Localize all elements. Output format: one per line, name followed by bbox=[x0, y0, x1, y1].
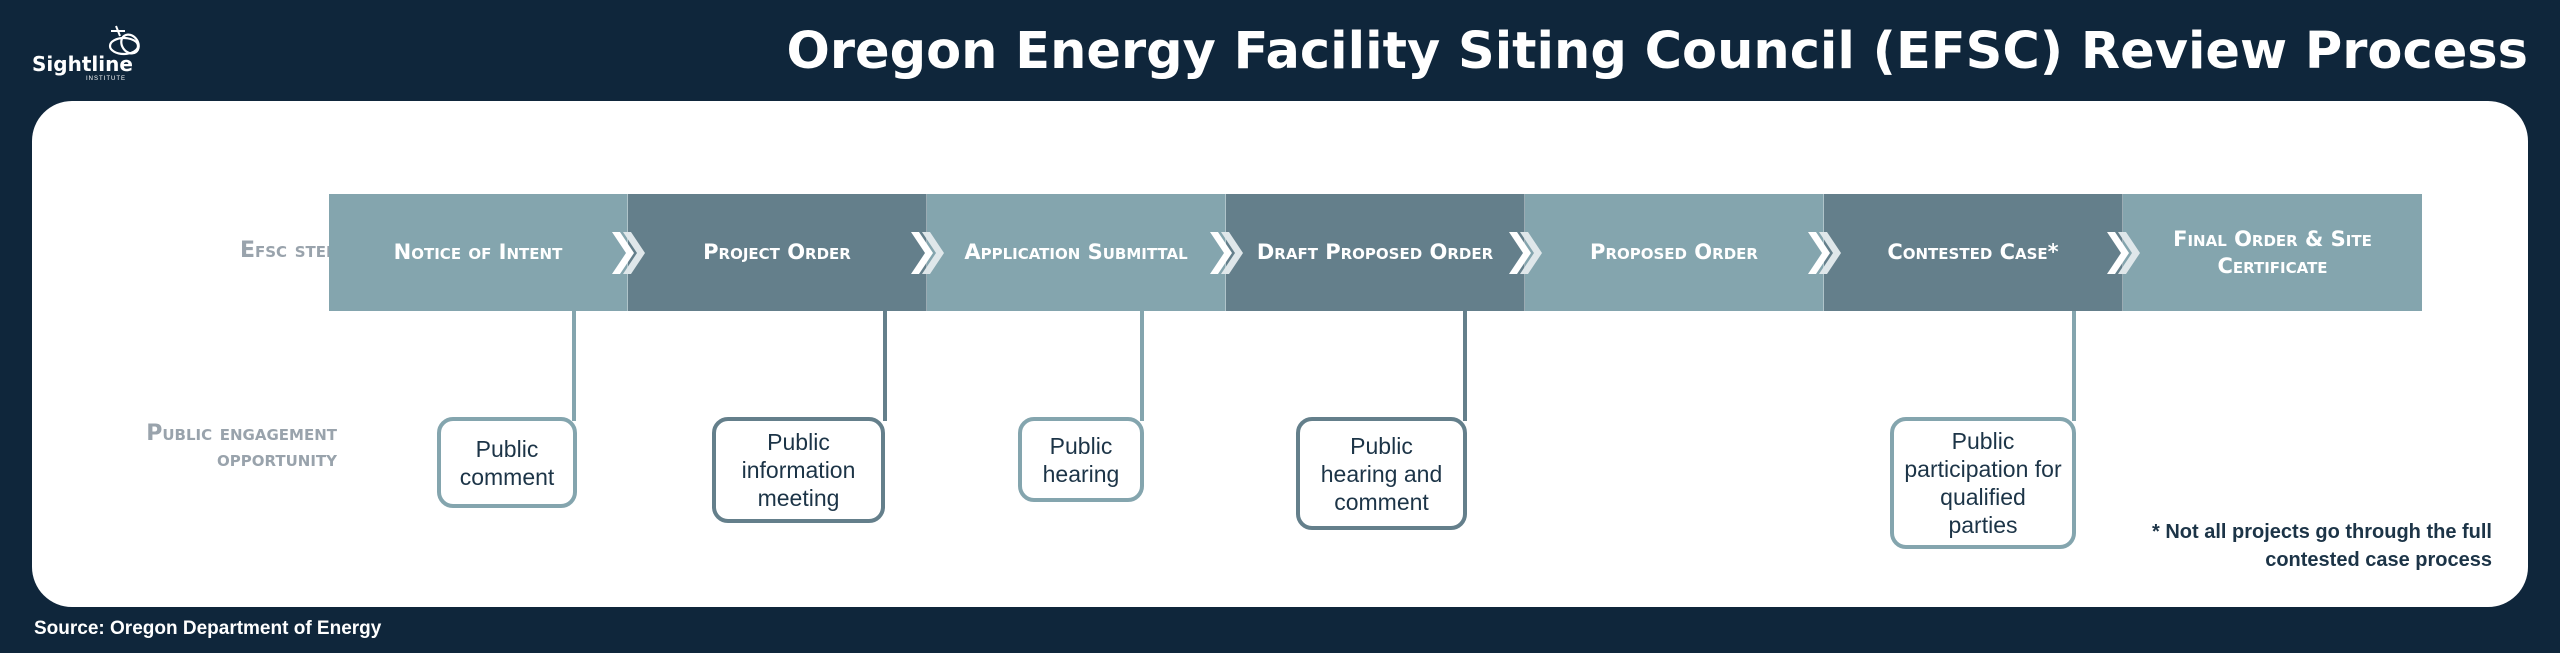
engagement-label: Public hearing and comment bbox=[1320, 432, 1443, 515]
engagement-label: Public participation for qualified parti… bbox=[1904, 428, 2062, 538]
source-note: Source: Oregon Department of Energy bbox=[34, 618, 382, 639]
engagement-label: Public comment bbox=[459, 435, 555, 490]
chevron-right-icon bbox=[1210, 232, 1243, 274]
step-proposed-order: Proposed Order bbox=[1525, 194, 1841, 311]
process-panel: EFSC Step Public Engagement Opportunity bbox=[32, 101, 2528, 607]
step-application-submittal: Application Submittal bbox=[927, 194, 1243, 311]
process-steps: Notice of Intent Project Order Application… bbox=[329, 194, 2422, 311]
page-title: Oregon Energy Facility Siting Council (E… bbox=[786, 22, 2528, 81]
step-project-order: Project Order bbox=[628, 194, 944, 311]
engagement-public-comment: Public comment bbox=[437, 417, 577, 508]
engagement-public-hearing-and-comment: Public hearing and comment bbox=[1296, 417, 1467, 530]
chevron-right-icon bbox=[2107, 232, 2140, 274]
step-row-label: EFSC Step bbox=[239, 238, 337, 263]
engagement-public-information-meeting: Public information meeting bbox=[712, 417, 885, 523]
connector-line bbox=[572, 311, 576, 421]
logo-subtitle: INSTITUTE bbox=[86, 76, 126, 82]
engagement-public-participation-for-qualified-parties: Public participation for qualified parti… bbox=[1890, 417, 2076, 549]
connector-line bbox=[883, 311, 887, 421]
step-draft-proposed-order: Draft Proposed Order bbox=[1226, 194, 1542, 311]
chevron-right-icon bbox=[612, 232, 645, 274]
step-final-order-site-certificate: Final Order & Site Certificate bbox=[2123, 194, 2422, 311]
engagement-row-label: Public Engagement Opportunity bbox=[146, 421, 337, 472]
sightline-swirl-icon bbox=[108, 25, 140, 56]
engagement-label: Public hearing bbox=[1042, 432, 1120, 487]
step-label: Notice of Intent bbox=[393, 240, 563, 264]
step-label: Draft Proposed Order bbox=[1256, 240, 1494, 264]
step-contested-case: Contested Case* bbox=[1824, 194, 2140, 311]
footnote: * Not all projects go through the full c… bbox=[2152, 521, 2492, 571]
logo-wordmark: Sightline bbox=[32, 52, 133, 76]
engagement-public-hearing: Public hearing bbox=[1018, 417, 1144, 502]
sightline-logo: Sightline INSTITUTE bbox=[28, 20, 148, 90]
chevron-right-icon bbox=[911, 232, 944, 274]
chevron-right-icon bbox=[1808, 232, 1841, 274]
step-label: Proposed Order bbox=[1590, 240, 1758, 264]
chevron-right-icon bbox=[1509, 232, 1542, 274]
connector-line bbox=[2072, 311, 2076, 421]
step-label: Contested Case* bbox=[1887, 240, 2059, 264]
step-label: Final Order & Site Certificate bbox=[2173, 226, 2372, 278]
connector-line bbox=[1463, 311, 1467, 421]
step-label: Project Order bbox=[703, 240, 851, 264]
step-notice-of-intent: Notice of Intent bbox=[329, 194, 645, 311]
engagement-label: Public information meeting bbox=[741, 429, 856, 511]
connector-line bbox=[1140, 311, 1144, 421]
step-label: Application Submittal bbox=[964, 240, 1188, 264]
